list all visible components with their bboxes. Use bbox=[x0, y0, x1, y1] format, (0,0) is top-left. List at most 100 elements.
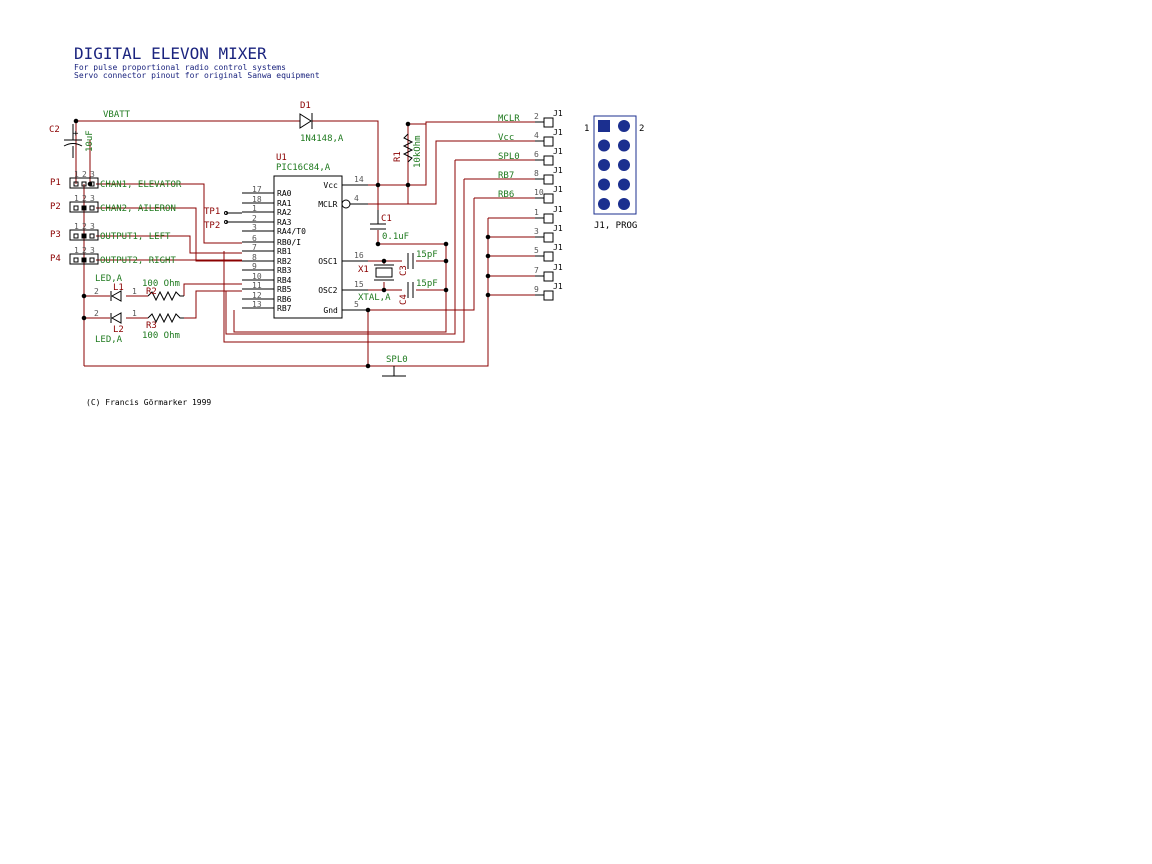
schematic-subtitle-1: For pulse proportional radio control sys… bbox=[74, 63, 286, 72]
c2-value: 10uF bbox=[85, 130, 95, 152]
r3-value: 100 Ohm bbox=[142, 331, 180, 341]
connector-pin bbox=[73, 233, 79, 239]
j1-pin-number: 10 bbox=[534, 188, 544, 197]
c3-ref: C3 bbox=[399, 265, 409, 276]
connector-body bbox=[69, 201, 99, 213]
j1-header-pin-round bbox=[618, 198, 630, 210]
capacitor-c1: C1 0.1uF bbox=[370, 210, 409, 242]
connector-pin-number: 2 bbox=[82, 222, 87, 231]
connector-pin bbox=[89, 257, 95, 263]
net-label-vbatt: VBATT bbox=[103, 110, 131, 120]
j1-ref: J1 bbox=[553, 243, 563, 252]
j1-pin-number: 8 bbox=[534, 169, 539, 178]
j1-ref: J1 bbox=[553, 185, 563, 194]
x1-ref: X1 bbox=[358, 265, 369, 275]
ground-symbol: SPL0 bbox=[382, 355, 408, 377]
capacitor-c2: + C2 10uF bbox=[49, 124, 95, 158]
junctions bbox=[73, 118, 491, 369]
j1-header-pin-round bbox=[618, 159, 630, 171]
u1-pin-number: 8 bbox=[252, 253, 257, 262]
connector-pin bbox=[81, 233, 87, 239]
j1-ref: J1 bbox=[553, 205, 563, 214]
connector-body bbox=[69, 177, 99, 189]
j1-pin-box bbox=[543, 155, 554, 166]
connector-pin-number: 3 bbox=[90, 170, 95, 179]
r2-ref: R2 bbox=[146, 287, 157, 297]
u1-pin-number: 13 bbox=[252, 300, 262, 309]
j1-ref: J1 bbox=[553, 128, 563, 137]
r1-value: 10kOhm bbox=[413, 135, 423, 168]
connector-pin-number: 2 bbox=[82, 170, 87, 179]
resistor-r1: R1 10kOhm bbox=[393, 133, 423, 168]
j1-header-pin-round bbox=[598, 159, 610, 171]
j1-pin-box bbox=[543, 213, 554, 224]
connector-pin-number: 1 bbox=[74, 246, 79, 255]
connector-label: OUTPUT1, LEFT bbox=[100, 232, 171, 242]
j1-header-pin-2: 2 bbox=[639, 124, 644, 134]
l2-ref: L2 bbox=[113, 325, 124, 335]
c4-value: 15pF bbox=[416, 279, 438, 289]
u1-pin-number: 1 bbox=[252, 204, 257, 213]
j1-header-pin-round bbox=[598, 178, 610, 191]
tp1-label: TP1 bbox=[204, 207, 220, 217]
j1-pin-number: 1 bbox=[534, 208, 539, 217]
led-l2: L2 LED,A 2 1 bbox=[94, 309, 137, 345]
u1-pin-number: 9 bbox=[252, 262, 257, 271]
l1-pin-a: 2 bbox=[94, 287, 99, 296]
j1-pin-box bbox=[543, 193, 554, 204]
connector-pin bbox=[73, 205, 79, 211]
mclr-inversion-bubble bbox=[341, 199, 351, 209]
led-l1: L1 LED,A 2 1 bbox=[94, 274, 137, 302]
u1-pin-name: RA3 bbox=[277, 218, 292, 227]
schematic-title: DIGITAL ELEVON MIXER bbox=[74, 44, 267, 63]
diode-d1: D1 1N4148,A bbox=[299, 101, 344, 144]
connector-label: CHAN1, ELEVATOR bbox=[100, 180, 182, 190]
x1-value: XTAL,A bbox=[358, 293, 391, 303]
u1-pin-number: 15 bbox=[354, 280, 364, 289]
u1-pin-number: 11 bbox=[252, 281, 262, 290]
l2-pin-a: 2 bbox=[94, 309, 99, 318]
u1-pin-name: RA1 bbox=[277, 199, 292, 208]
j1-ref: J1 bbox=[553, 109, 563, 118]
u1-pin-name: RB6 bbox=[277, 295, 292, 304]
connector-pin bbox=[73, 257, 79, 263]
j1-header-pin-square bbox=[598, 120, 610, 132]
connector-pin-number: 3 bbox=[90, 222, 95, 231]
u1-pin-name: OSC2 bbox=[318, 286, 337, 295]
connector-pin-number: 3 bbox=[90, 246, 95, 255]
j1-pin-box bbox=[543, 174, 554, 185]
connector-pin bbox=[89, 233, 95, 239]
j1-header-pin-round bbox=[618, 120, 630, 132]
u1-pin-number: 3 bbox=[252, 223, 257, 232]
u1-pin-name: RB0/I bbox=[277, 238, 301, 247]
l1-value: LED,A bbox=[95, 274, 123, 284]
u1-pin-name: RB5 bbox=[277, 285, 292, 294]
u1-pin-name: RA4/T0 bbox=[277, 227, 306, 236]
j1-ref: J1 bbox=[553, 282, 563, 291]
u1-pin-number: 12 bbox=[252, 291, 262, 300]
j1-header: 1 2 J1, PROG bbox=[584, 115, 644, 231]
l2-value: LED,A bbox=[95, 335, 123, 345]
j1-net-label: Vcc bbox=[498, 133, 514, 143]
connector-label: CHAN2, AILERON bbox=[100, 204, 176, 214]
j1-net-label: SPL0 bbox=[498, 152, 520, 162]
connector-ref: P2 bbox=[50, 202, 61, 212]
u1-pin-number: 17 bbox=[252, 185, 262, 194]
connector-pin-number: 1 bbox=[74, 194, 79, 203]
u1-pin-number: 10 bbox=[252, 272, 262, 281]
u1-pin-number: 4 bbox=[354, 194, 359, 203]
u1-pin-name: RA2 bbox=[277, 208, 292, 217]
u1-pin-name: RB7 bbox=[277, 304, 292, 313]
j1-pin-number: 4 bbox=[534, 131, 539, 140]
copyright-note: (C) Francis Görmarker 1999 bbox=[86, 398, 211, 407]
j1-header-pin-round bbox=[618, 139, 630, 152]
j1-ref: J1 bbox=[553, 224, 563, 233]
capacitor-c3: C3 15pF bbox=[399, 250, 438, 276]
